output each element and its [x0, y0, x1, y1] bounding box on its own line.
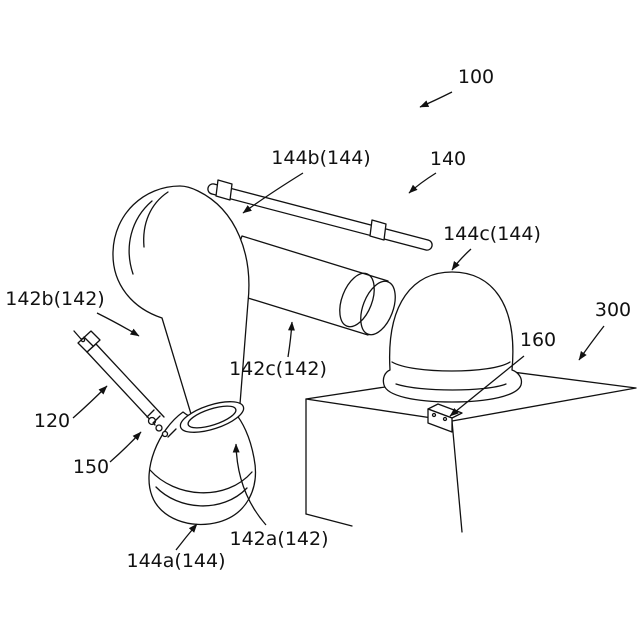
parallel-link-rod [207, 179, 433, 251]
leader-arrow-144a [175, 523, 198, 551]
figure-label-142a: 142a(142) [230, 528, 329, 550]
leader-arrow-142a [232, 443, 267, 526]
tool-attachment [73, 330, 177, 438]
leader-arrow-120 [72, 385, 108, 419]
figure-label-144a: 144a(144) [127, 550, 226, 572]
leader-arrow-300 [578, 325, 605, 361]
corner-bracket [427, 403, 463, 433]
leader-arrow-160 [449, 355, 525, 417]
figure-label-150: 150 [73, 456, 109, 478]
leader-arrow-100 [419, 91, 453, 108]
leader-arrow-144c [451, 248, 472, 271]
leader-arrow-150 [109, 431, 142, 463]
robot-arm-art [73, 179, 637, 533]
figure-annotations: 100 140 144b(144) 144c(144) 142b(142) 300 160 1… [5, 66, 631, 572]
leader-arrow-144b [242, 172, 304, 214]
figure-label-300: 300 [595, 299, 631, 321]
upper-arm-tube [221, 235, 396, 336]
shoulder-link [112, 185, 250, 433]
figure-label-120: 120 [34, 410, 70, 432]
figure-label-142b: 142b(142) [5, 288, 104, 310]
figure-label-140: 140 [430, 148, 466, 170]
figure-label-142c: 142c(142) [229, 358, 327, 380]
figure-label-144c: 144c(144) [443, 223, 541, 245]
wrist-joint [179, 401, 245, 433]
figure-label-100: 100 [458, 66, 494, 88]
leader-arrow-142b [96, 312, 140, 337]
elbow-joint-housing [382, 271, 523, 403]
leader-arrow-142c [287, 321, 295, 358]
figure-label-144b: 144b(144) [271, 147, 370, 169]
leader-arrow-140 [408, 172, 437, 194]
figure-label-160: 160 [520, 329, 556, 351]
